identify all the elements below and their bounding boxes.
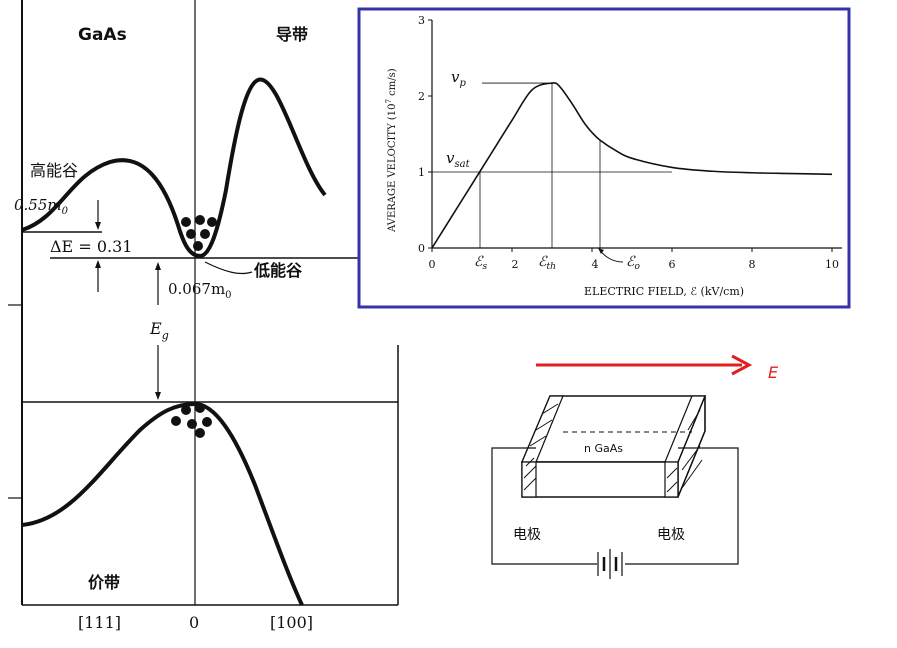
vsat-label: vsat [446, 149, 471, 170]
low-valley-label: 低能谷 [253, 261, 303, 280]
axis-100-label: [100] [270, 613, 313, 632]
sample-label: n GaAs [584, 442, 623, 455]
valence-band-curve [21, 401, 304, 606]
es-label: ℰs [474, 254, 487, 272]
field-arrowhead [731, 354, 753, 376]
valence-band-label: 价带 [88, 573, 120, 592]
right-electrode [664, 395, 706, 498]
eth-label: ℰth [538, 254, 556, 272]
x-tick-label: 10 [825, 258, 839, 271]
hole-cluster [171, 403, 212, 438]
x-tick-label: 0 [429, 258, 436, 271]
gap-label: Eg [149, 319, 169, 342]
x-tick-label: 6 [669, 258, 676, 271]
chart-plot-area: 0 2 4 6 8 10 0 1 2 3 [418, 14, 842, 271]
wire-right [625, 447, 739, 565]
left-electrode-label: 电极 [513, 527, 541, 543]
high-valley-label: 高能谷 [30, 161, 78, 180]
y-tick-label: 1 [418, 166, 425, 179]
x-tick-label: 2 [512, 258, 519, 271]
device-schematic: E n GaAs [491, 354, 779, 579]
axis-111-label: [111] [78, 613, 121, 632]
battery-symbol [597, 549, 623, 579]
vp-label: vp [451, 68, 466, 89]
delta-e-label: ΔE = 0.31 [50, 237, 132, 256]
chart-frame [357, 7, 851, 309]
low-valley-leader [204, 261, 253, 275]
conduction-band-label: 导带 [276, 25, 308, 44]
band-diagram: GaAs 导带 高能谷 0.55m0 ΔE = 0.31 低能谷 0.067m0… [8, 0, 399, 632]
material-label: GaAs [78, 25, 127, 45]
sample-front-face [521, 461, 679, 498]
electron-cluster [181, 215, 217, 251]
field-label: E [768, 363, 779, 382]
y-tick-label: 2 [418, 90, 425, 103]
left-electrode [521, 395, 564, 498]
y-tick-label: 0 [418, 242, 425, 255]
axis-zero-label: 0 [189, 613, 199, 632]
y-axis-label: AVERAGE VELOCITY (107 cm/s) [385, 68, 398, 233]
velocity-curve [431, 82, 833, 249]
wire-left [491, 447, 597, 565]
low-valley-mass-label: 0.067m0 [168, 280, 232, 301]
x-tick-label: 4 [592, 258, 599, 271]
conduction-band-curve [21, 77, 327, 259]
eo-label: ℰo [626, 254, 640, 272]
high-valley-mass-label: 0.55m0 [14, 196, 69, 217]
right-electrode-label: 电极 [657, 527, 685, 543]
x-tick-label: 8 [749, 258, 756, 271]
y-tick-label: 3 [418, 14, 425, 27]
x-axis-label: ELECTRIC FIELD, ℰ (kV/cm) [584, 285, 744, 298]
